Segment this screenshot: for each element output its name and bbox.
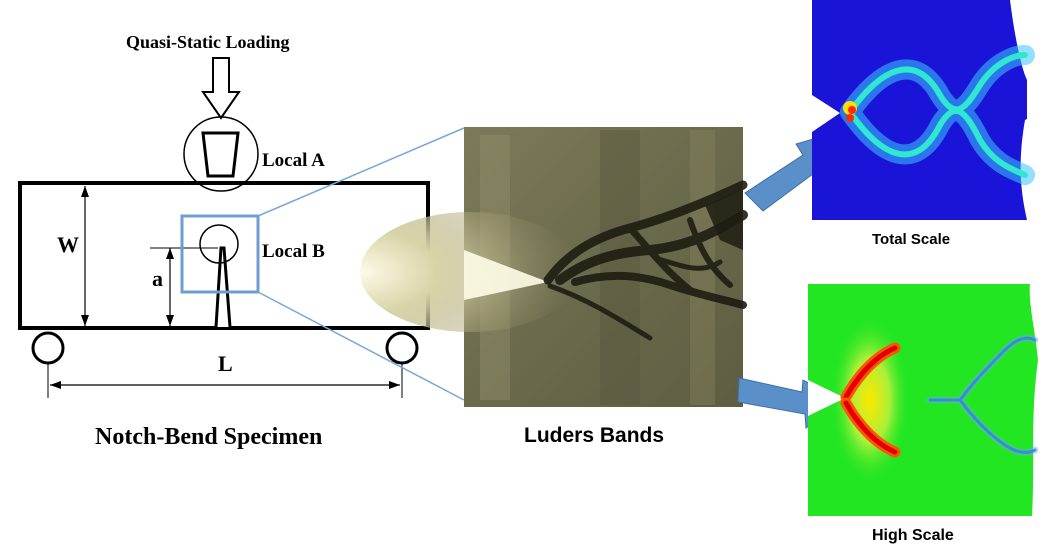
luders-caption: Luders Bands (524, 424, 665, 447)
notch (214, 246, 232, 328)
left-support (31, 331, 65, 365)
local-a-circle (183, 116, 259, 192)
local-a-label: Local A (262, 150, 325, 171)
specimen-caption: Notch-Bend Specimen (95, 424, 323, 450)
luders-photo (360, 127, 748, 407)
total-scale-caption: Total Scale (872, 231, 951, 248)
zoom-line-bottom (257, 291, 465, 401)
a-label: a (152, 266, 163, 291)
zoom-highlight-box (180, 214, 260, 294)
local-b-label: Local B (262, 241, 325, 262)
high-scale-simulation (808, 284, 1040, 516)
l-label: L (218, 351, 233, 376)
loading-arrow (201, 57, 241, 120)
loading-pin (201, 131, 240, 178)
zoom-line-top (257, 127, 465, 217)
high-scale-caption: High Scale (872, 527, 954, 544)
right-support (385, 331, 419, 365)
local-b-circle (199, 224, 239, 264)
loading-label: Quasi-Static Loading (126, 32, 290, 52)
total-scale-simulation (812, 0, 1044, 220)
specimen-drawing (18, 57, 430, 398)
w-label: W (57, 232, 79, 257)
